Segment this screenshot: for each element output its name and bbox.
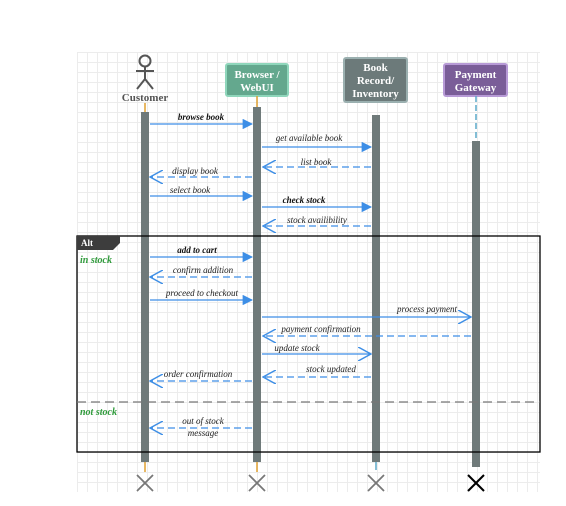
message-process-payment-label: process payment — [396, 304, 457, 314]
alt-fragment-operator: Alt — [81, 238, 93, 248]
alt-guard-in-stock: in stock — [80, 255, 112, 266]
message-confirm-addition: confirm addition — [150, 265, 252, 277]
participant-inventory: Book Record/ Inventory — [343, 57, 408, 103]
message-browse-book: browse book — [150, 112, 254, 130]
destroy-payment-icon — [467, 474, 485, 492]
message-payment-confirmation: payment confirmation — [263, 324, 471, 336]
participant-payment: Payment Gateway — [443, 63, 508, 97]
message-get-available-book: get available book — [262, 133, 373, 153]
message-browse-book-label: browse book — [178, 112, 225, 122]
message-add-to-cart-label: add to cart — [177, 245, 217, 255]
actor-customer-icon — [136, 54, 154, 90]
participant-inventory-line3: Inventory — [352, 88, 399, 100]
message-order-confirmation-label: order confirmation — [164, 369, 233, 379]
participant-browser: Browser / WebUI — [225, 63, 289, 97]
message-check-stock: check stock — [262, 195, 373, 213]
message-out-of-stock: out of stock message — [150, 416, 252, 438]
message-stock-updated-label: stock updated — [306, 364, 356, 374]
activation-bar-customer — [141, 112, 149, 462]
message-add-to-cart: add to cart — [150, 245, 254, 263]
message-list-book-label: list book — [301, 157, 333, 167]
message-display-book-label: display book — [172, 166, 219, 176]
destroy-inventory-icon — [367, 474, 385, 492]
activation-bar-inventory — [372, 115, 380, 462]
message-out-of-stock-label-line2: message — [188, 428, 219, 438]
destroy-browser-icon — [248, 474, 266, 492]
activation-bar-browser — [253, 107, 261, 462]
message-stock-availibility-label: stock availibility — [287, 215, 347, 225]
message-order-confirmation: order confirmation — [150, 369, 252, 381]
message-select-book: select book — [150, 185, 254, 202]
message-check-stock-label: check stock — [283, 195, 326, 205]
message-out-of-stock-label-line1: out of stock — [182, 416, 224, 426]
message-confirm-addition-label: confirm addition — [173, 265, 234, 275]
participant-inventory-line2: Record/ — [357, 75, 395, 87]
diagram-grid-background — [77, 52, 540, 492]
participant-inventory-line1: Book — [363, 62, 388, 74]
message-select-book-label: select book — [170, 185, 211, 195]
actor-customer-label: Customer — [122, 92, 169, 104]
message-list-book: list book — [263, 157, 371, 167]
message-stock-updated: stock updated — [263, 364, 371, 377]
alt-fragment — [76, 235, 541, 453]
alt-guard-not-stock: not stock — [80, 407, 117, 418]
message-proceed-to-checkout: proceed to checkout — [150, 288, 254, 306]
participant-payment-line2: Gateway — [455, 82, 497, 94]
message-proceed-to-checkout-label: proceed to checkout — [165, 288, 239, 298]
activation-bar-payment — [472, 141, 480, 467]
participant-browser-line1: Browser / — [234, 69, 280, 81]
participant-browser-line2: WebUI — [240, 82, 274, 94]
message-payment-confirmation-label: payment confirmation — [280, 324, 361, 334]
message-stock-availibility: stock availibility — [263, 215, 371, 226]
destroy-customer-icon — [136, 474, 154, 492]
message-update-stock-label: update stock — [274, 343, 320, 353]
message-update-stock: update stock — [262, 343, 371, 354]
participant-payment-line1: Payment — [455, 69, 497, 81]
message-process-payment: process payment — [262, 304, 471, 317]
message-get-available-book-label: get available book — [276, 133, 343, 143]
message-display-book: display book — [150, 166, 252, 177]
